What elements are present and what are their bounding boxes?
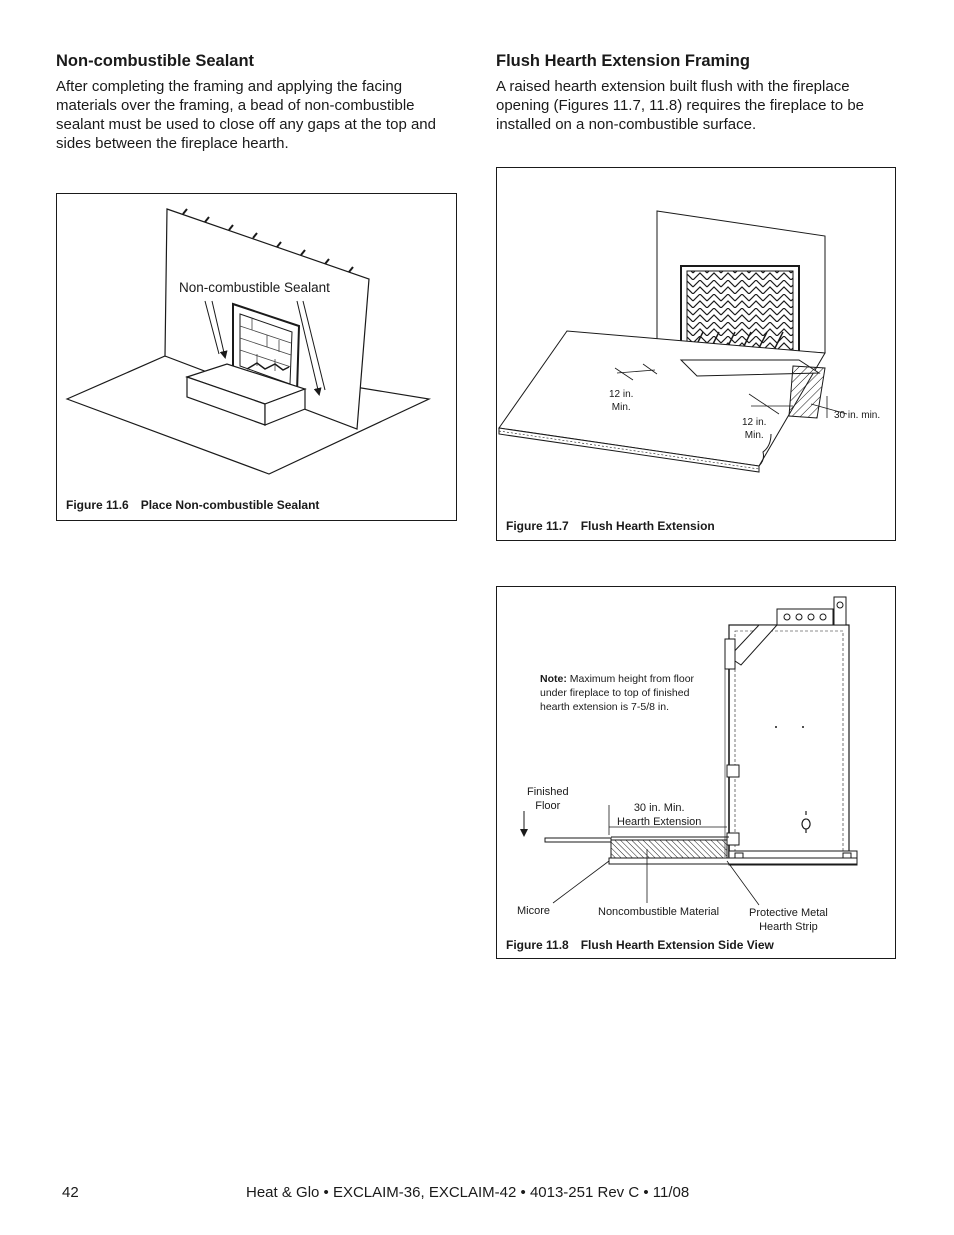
hearth-framing-heading: Flush Hearth Extension Framing [496, 52, 750, 70]
note-text: Maximum height from floor under fireplac… [540, 673, 695, 713]
figure-11-6-caption: Figure 11.6 Place Non-combustible Sealant [66, 498, 319, 512]
side-view-note: Note: Maximum height from floor under fi… [540, 672, 718, 714]
finished-floor-line2: Floor [535, 800, 561, 812]
finished-floor-line1: Finished [527, 786, 569, 798]
document-footer: Heat & Glo • EXCLAIM-36, EXCLAIM-42 • 40… [246, 1184, 690, 1201]
figure-11-6-number: Figure 11.6 [66, 498, 129, 512]
metal-strip-label: Protective Metal Hearth Strip [749, 906, 828, 934]
sealant-heading: Non-combustible Sealant [56, 52, 255, 70]
figure-11-7: 12 in. Min. 12 in. Min. 30 in. min. Figu… [496, 167, 896, 541]
figure-11-6: Non-combustible Sealant Figure 11.6 Place… [56, 193, 457, 521]
sealant-label: Non-combustible Sealant [179, 280, 330, 295]
figure-11-6-title: Place Non-combustible Sealant [140, 498, 320, 512]
side-view-illustration [520, 596, 858, 906]
dim-mid-line1: 12 in. [742, 417, 767, 428]
hearth-extension-line1: 30 in. Min. [633, 802, 685, 814]
dim-right: 30 in. min. [834, 410, 881, 421]
figure-11-8-caption: Figure 11.8 Flush Hearth Extension Side V… [506, 938, 774, 952]
hearth-framing-paragraph: A raised hearth extension built flush wi… [496, 78, 864, 133]
metal-strip-line2: Hearth Strip [759, 921, 818, 933]
figure-11-8-number: Figure 11.8 [506, 938, 569, 952]
dim-left-line1: 12 in. [609, 389, 634, 400]
figure-11-7-title: Flush Hearth Extension [580, 519, 715, 533]
noncombustible-label: Noncombustible Material [598, 906, 720, 918]
sealant-illustration [65, 208, 432, 475]
hearth-extension-line2: Hearth Extension [617, 816, 702, 828]
finished-floor-label: Finished Floor [527, 785, 569, 813]
flush-hearth-illustration [498, 210, 848, 473]
figure-11-7-caption: Figure 11.7 Flush Hearth Extension [506, 519, 715, 533]
note-bold: Note: [540, 673, 567, 685]
dim-left-line2: Min. [611, 402, 631, 413]
dim-mid-line2: Min. [744, 430, 764, 441]
figure-11-8: Note: Maximum height from floor under fi… [496, 586, 896, 959]
metal-strip-line1: Protective Metal [749, 907, 828, 919]
micore-label: Micore [517, 905, 551, 917]
page-number: 42 [62, 1184, 79, 1201]
figure-11-8-title: Flush Hearth Extension Side View [580, 938, 774, 952]
dim-mid: 12 in. Min. [742, 416, 766, 442]
figure-11-7-number: Figure 11.7 [506, 519, 569, 533]
dim-left: 12 in. Min. [609, 388, 633, 414]
hearth-extension-label: 30 in. Min. Hearth Extension [617, 801, 701, 829]
sealant-paragraph: After completing the framing and applyin… [56, 78, 436, 152]
